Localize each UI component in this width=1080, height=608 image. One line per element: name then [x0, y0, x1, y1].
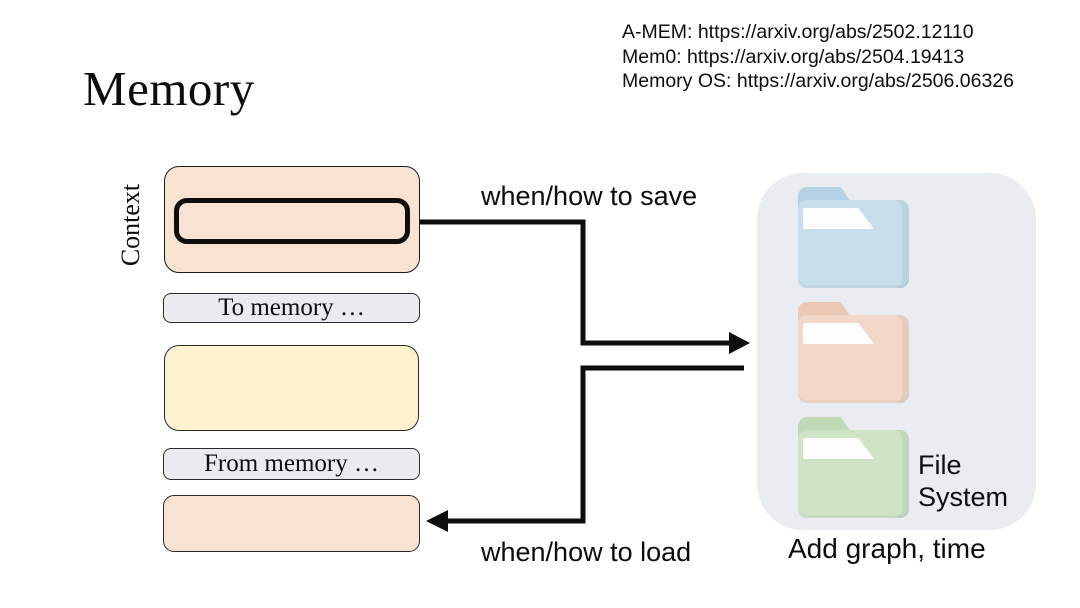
to-memory-box: To memory …: [163, 293, 420, 323]
folder-paper: [803, 438, 875, 459]
file-system-label: File System: [918, 450, 1009, 512]
folder-icon-pink: [798, 302, 909, 403]
file-system-panel: [757, 173, 1036, 530]
context-axis-label: Context: [116, 183, 145, 267]
reference-memoryos: Memory OS: https://arxiv.org/abs/2506.06…: [622, 70, 1014, 92]
load-arrow-label: when/how to load: [481, 537, 692, 567]
reference-mem0: Mem0: https://arxiv.org/abs/2504.19413: [622, 45, 965, 68]
save-arrowhead: [729, 332, 750, 354]
reference-amem: A-MEM: https://arxiv.org/abs/2502.12110: [622, 21, 974, 43]
folder-paper: [803, 323, 875, 344]
folder-paper: [803, 208, 875, 229]
save-arrow: [420, 219, 731, 346]
folder-icon-blue: [798, 187, 909, 288]
load-arrow: [446, 365, 744, 524]
save-arrow-label: when/how to save: [481, 181, 698, 211]
reference-links: A-MEM: https://arxiv.org/abs/2502.12110 …: [622, 20, 1014, 94]
prompt-box: [164, 345, 419, 431]
context-highlight-box: [174, 198, 410, 244]
file-system-caption: Add graph, time: [788, 533, 986, 564]
load-arrowhead: [426, 510, 448, 532]
page-title: Memory: [83, 61, 255, 116]
context-window-box: [164, 166, 420, 273]
loaded-memory-box: [163, 495, 420, 552]
folder-icon-green: [798, 417, 909, 518]
from-memory-box: From memory …: [163, 448, 420, 480]
